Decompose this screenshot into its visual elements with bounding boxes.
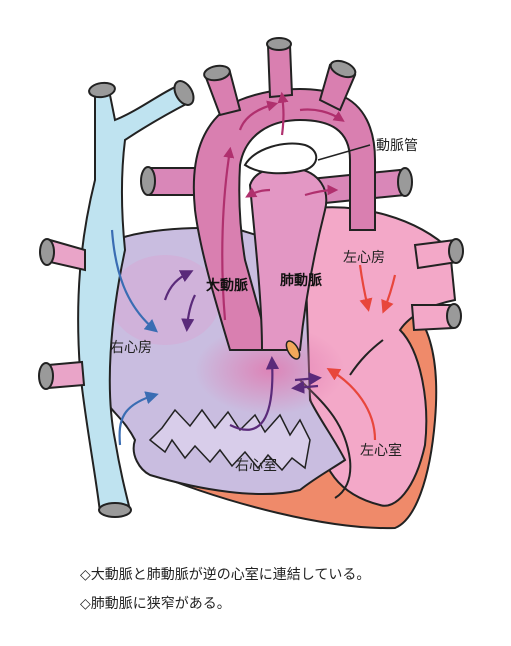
flow-arrows — [110, 91, 397, 446]
caption-1: ◇大動脈と肺動脈が逆の心室に連結している。 — [80, 567, 371, 583]
label-ductus: 動脈管 — [376, 138, 418, 154]
label-pulmonary-artery: 肺動脈 — [280, 272, 322, 289]
label-right-atrium: 右心房 — [110, 340, 152, 356]
label-left-atrium: 左心房 — [343, 250, 385, 266]
ductus-arteriosus — [243, 142, 318, 175]
caption-list: ◇大動脈と肺動脈が逆の心室に連結している。 ◇肺動脈に狭窄がある。 — [80, 565, 500, 623]
rv-trabeculae — [148, 408, 311, 472]
ductus-pointer — [317, 144, 371, 161]
atrial-septum — [349, 339, 384, 376]
vessel-caps — [38, 37, 464, 518]
caption-2: ◇肺動脈に狭窄がある。 — [80, 596, 231, 612]
label-aorta: 大動脈 — [206, 277, 248, 294]
label-right-ventricle: 右心室 — [235, 457, 277, 474]
arch-branch-2 — [266, 44, 294, 99]
pulmonary-stenosis-marker — [285, 340, 301, 360]
label-left-ventricle: 左心室 — [360, 442, 402, 459]
pulmonary-vein-left-top — [49, 238, 86, 272]
heart-diagram: 動脈管 大動脈 肺動脈 左心房 右心房 右心室 左心室 — [38, 37, 464, 530]
